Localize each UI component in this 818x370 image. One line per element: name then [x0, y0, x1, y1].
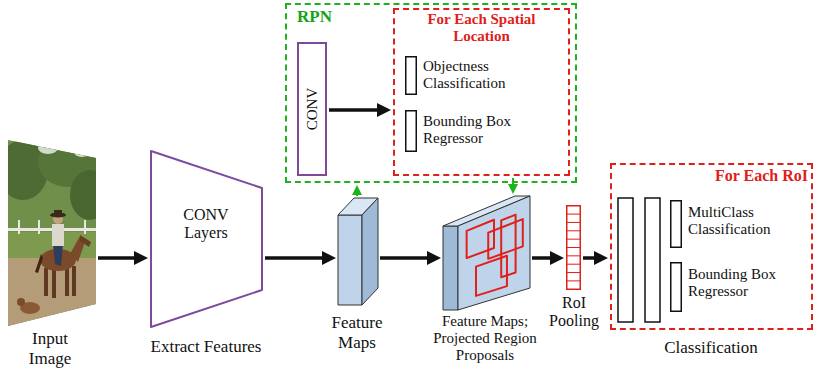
pooled-vector	[567, 206, 581, 290]
flow-arrow	[532, 256, 556, 260]
vector-cell	[567, 280, 581, 281]
rider-torso	[52, 224, 64, 246]
head-label: Bounding Box Regressor	[688, 266, 803, 300]
group-title: For Each RoI	[690, 167, 808, 185]
vector-cell	[567, 272, 581, 273]
horse-leg	[44, 268, 48, 296]
horse-head	[80, 235, 91, 247]
horse-tail	[35, 254, 43, 273]
block-face	[443, 226, 458, 310]
layer-label: CONV Layers	[176, 206, 236, 242]
head-label: Objectness Classification	[423, 58, 563, 92]
rpn-region: RPN CONV For Each Spatial LocationObjectne…	[285, 3, 577, 183]
feature-map-block: Feature Maps	[338, 198, 378, 305]
block-face	[338, 215, 362, 305]
region-proposal	[476, 256, 507, 296]
region-title: RPN	[297, 7, 357, 27]
node-shape	[8, 140, 96, 326]
conv-box: CONV	[297, 42, 327, 176]
fence-post	[18, 220, 20, 234]
roi-pooling-vector: RoI Pooling	[566, 205, 581, 290]
group-title: For Each Spatial Location	[398, 11, 565, 45]
flow-arrow	[380, 256, 433, 260]
vector-cell	[567, 255, 581, 256]
fence-post	[84, 220, 86, 234]
stage-label: Feature Maps; Projected Region Proposals	[425, 313, 545, 364]
flow-arrow	[512, 178, 514, 189]
flow-arrow	[583, 256, 600, 260]
sky-patch	[38, 142, 58, 154]
horse-leg	[65, 268, 69, 296]
vector-cell	[567, 239, 581, 240]
output-layer-symbol	[406, 111, 417, 152]
region-proposal	[488, 219, 523, 259]
vector-cell	[567, 222, 581, 223]
feature-map-block: Feature Maps; Projected Region Proposals	[443, 196, 530, 310]
vector-cell	[567, 247, 581, 248]
output-head: Objectness Classification	[405, 56, 565, 95]
region-proposal	[467, 220, 494, 258]
rider-hat	[54, 210, 62, 215]
stage-label: RoI Pooling	[545, 294, 603, 330]
node-shape	[612, 165, 811, 328]
trapezoid-outline	[151, 151, 262, 327]
horse-leg	[52, 268, 56, 298]
input-image: Input Image	[8, 140, 96, 326]
flow-arrow	[356, 190, 358, 196]
node-shape	[566, 205, 581, 290]
per-roi-box: For Each RoIClassificationMultiClass Cla…	[610, 163, 813, 330]
block-face	[362, 198, 378, 305]
vector-cell	[567, 230, 581, 231]
conv-layers-trapezoid: CONV LayersExtract Features	[150, 150, 263, 328]
sky-patch	[74, 147, 90, 157]
node-shape	[443, 196, 530, 310]
flow-arrow	[265, 256, 328, 260]
photo-scene	[0, 137, 110, 328]
horse-leg	[72, 266, 76, 296]
fc-layer	[645, 198, 660, 322]
flow-arrow	[329, 108, 383, 112]
layer-label: CONV	[304, 88, 321, 131]
rider-legs	[53, 244, 63, 266]
node-shape	[338, 198, 378, 305]
output-layer-symbol	[406, 57, 417, 95]
output-head: Bounding Box Regressor	[405, 110, 565, 152]
output-layer-symbol	[671, 263, 682, 312]
fc-layer	[618, 198, 633, 322]
region-proposal	[501, 215, 515, 278]
per-location-box: For Each Spatial LocationObjectness Clas…	[393, 8, 570, 176]
stage-label: Input Image	[15, 329, 85, 369]
tree	[70, 170, 110, 220]
stage-label: Extract Features	[140, 337, 272, 357]
stage-label: Classification	[640, 338, 782, 358]
flow-arrow	[98, 256, 140, 260]
head-label: Bounding Box Regressor	[423, 113, 563, 147]
block-face	[458, 196, 530, 310]
output-head: Bounding Box Regressor	[670, 262, 808, 312]
stage-label: Feature Maps	[325, 313, 389, 353]
head-label: MultiClass Classification	[688, 204, 803, 238]
output-head: MultiClass Classification	[670, 200, 808, 248]
output-layer-symbol	[671, 201, 682, 248]
fence-post	[38, 220, 40, 234]
vector-cell	[567, 214, 581, 215]
vector-cell	[567, 264, 581, 265]
dog-head	[17, 298, 25, 306]
